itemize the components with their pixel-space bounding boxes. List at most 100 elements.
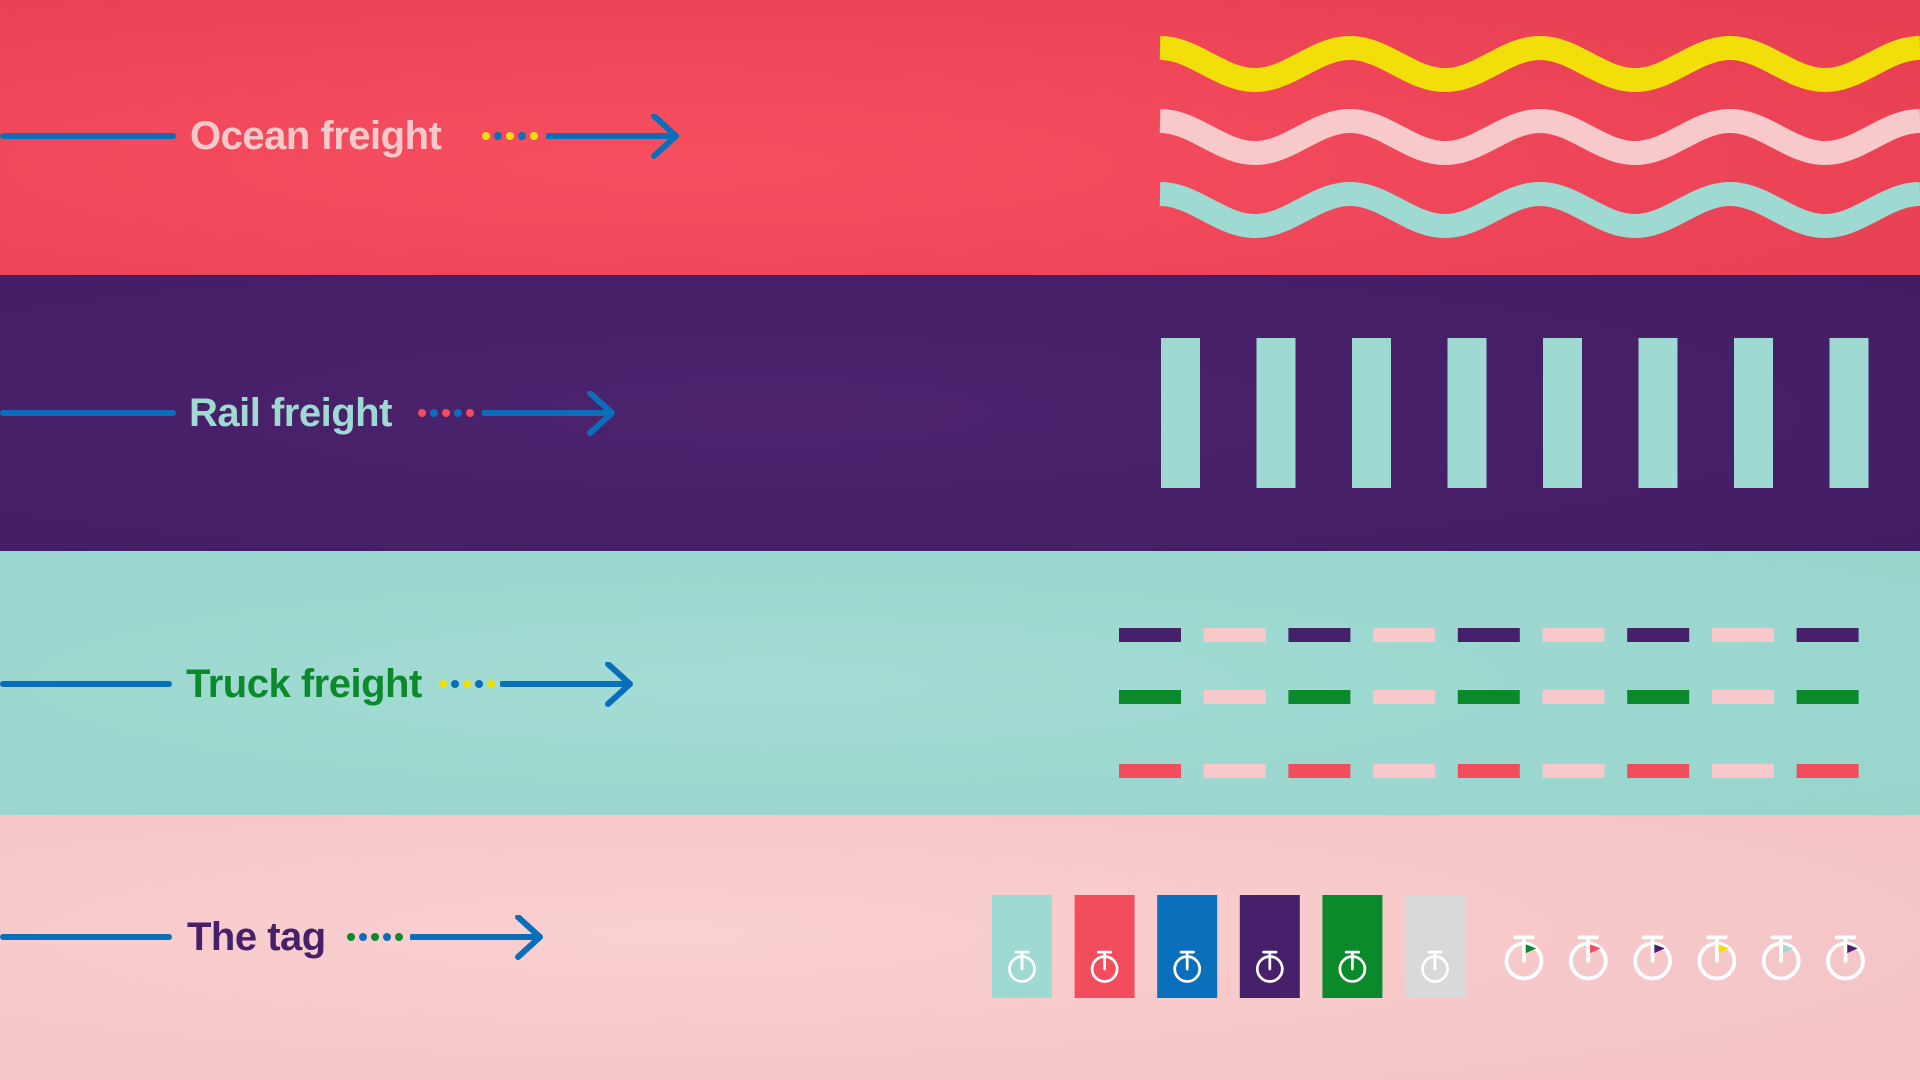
rail-dots: [418, 408, 474, 418]
dash-group: [1119, 628, 1859, 778]
truck-arrow-icon: [500, 662, 633, 707]
road-dash: [1119, 764, 1181, 778]
tag-dot: [383, 933, 391, 941]
truck-dot: [451, 680, 459, 688]
timer-icon: [1697, 935, 1737, 981]
truck-dot: [487, 680, 495, 688]
tie-group: [1161, 338, 1869, 488]
ocean-dot: [530, 132, 538, 140]
road-dash: [1119, 628, 1181, 642]
road-dash: [1457, 690, 1520, 704]
rail-label-row: Rail freight: [0, 383, 720, 443]
tag-label-row: The tag: [0, 907, 720, 967]
road-dash: [1288, 628, 1351, 642]
rail-dot: [418, 409, 426, 417]
road-dash: [1796, 764, 1859, 778]
timer-icon: [1255, 950, 1284, 983]
timer-flag: [1654, 944, 1665, 954]
timer-icon: [1421, 950, 1449, 983]
rail-lead-line: [0, 410, 176, 416]
timer-icon: [1761, 935, 1801, 981]
truck-freight-label: Truck freight: [186, 662, 422, 706]
rail-dot: [466, 409, 474, 417]
timer-group: [1504, 935, 1865, 981]
road-dash: [1711, 690, 1774, 704]
road-dash: [1711, 764, 1774, 778]
road-dash: [1373, 690, 1436, 704]
rail-dot: [454, 409, 462, 417]
road-dash: [1542, 628, 1605, 642]
road-dash: [1203, 690, 1266, 704]
wave-line: [1159, 108, 1920, 166]
road-dash: [1373, 628, 1436, 642]
rail-dot: [442, 409, 450, 417]
timer-flag: [1525, 944, 1537, 954]
timer-icon: [1568, 935, 1608, 981]
tag-art: [0, 815, 1920, 1080]
timer-flag: [1718, 944, 1730, 954]
rail-tie: [1638, 338, 1678, 488]
road-dash: [1119, 690, 1181, 704]
truck-label-row: Truck freight: [0, 654, 720, 714]
the-tag-label: The tag: [187, 915, 326, 959]
band-the-tag: The tag: [0, 815, 1920, 1080]
ocean-art: [0, 0, 1920, 275]
truck-dot: [475, 680, 483, 688]
ocean-dot: [494, 132, 502, 140]
tag-dot: [359, 933, 367, 941]
road-dash: [1711, 628, 1774, 642]
wave-line: [1159, 181, 1920, 239]
road-dash: [1542, 764, 1605, 778]
truck-art: [0, 551, 1920, 815]
ocean-dot: [506, 132, 514, 140]
ocean-dots: [482, 131, 538, 141]
ocean-dot: [482, 132, 490, 140]
timer-icon: [1338, 950, 1367, 983]
timer-icon: [1090, 950, 1119, 983]
timer-icon: [1633, 935, 1673, 981]
band-rail-freight: Rail freight: [0, 275, 1920, 551]
road-dash: [1203, 628, 1266, 642]
truck-dot: [463, 680, 471, 688]
rail-tie: [1734, 338, 1773, 488]
road-dash: [1627, 764, 1690, 778]
rail-tie: [1256, 338, 1296, 488]
rail-tie: [1161, 338, 1200, 488]
rail-art: [0, 275, 1920, 551]
tag-dots: [347, 932, 403, 942]
band-truck-freight: Truck freight: [0, 551, 1920, 815]
timer-flag: [1847, 944, 1858, 954]
wave-group: [1159, 35, 1920, 239]
truck-dots: [439, 679, 495, 689]
tag-lead-line: [0, 934, 172, 940]
rail-tie: [1543, 338, 1582, 488]
rail-tie: [1447, 338, 1487, 488]
ocean-label-row: Ocean freight: [0, 106, 720, 166]
timer-flag: [1590, 944, 1601, 954]
road-dash: [1373, 764, 1436, 778]
road-dash: [1796, 690, 1859, 704]
timer-icon: [1504, 935, 1544, 981]
road-dash: [1542, 690, 1605, 704]
truck-dot: [439, 680, 447, 688]
road-dash: [1288, 690, 1351, 704]
rail-arrow-icon: [482, 391, 615, 436]
band-ocean-freight: Ocean freight: [0, 0, 1920, 275]
timer-icon: [1008, 950, 1036, 983]
road-dash: [1627, 628, 1690, 642]
road-dash: [1457, 764, 1520, 778]
rail-background: [0, 275, 1920, 551]
road-dash: [1796, 628, 1859, 642]
timer-icon: [1173, 950, 1202, 983]
road-dash: [1203, 764, 1266, 778]
rail-dot: [430, 409, 438, 417]
timer-icon: [1826, 935, 1865, 981]
truck-lead-line: [0, 681, 172, 687]
timer-flag: [1782, 944, 1794, 954]
wave-line: [1159, 35, 1920, 93]
tag-dot: [371, 933, 379, 941]
tag-dot: [347, 933, 355, 941]
road-dash: [1288, 764, 1351, 778]
ocean-arrow-icon: [546, 114, 679, 159]
